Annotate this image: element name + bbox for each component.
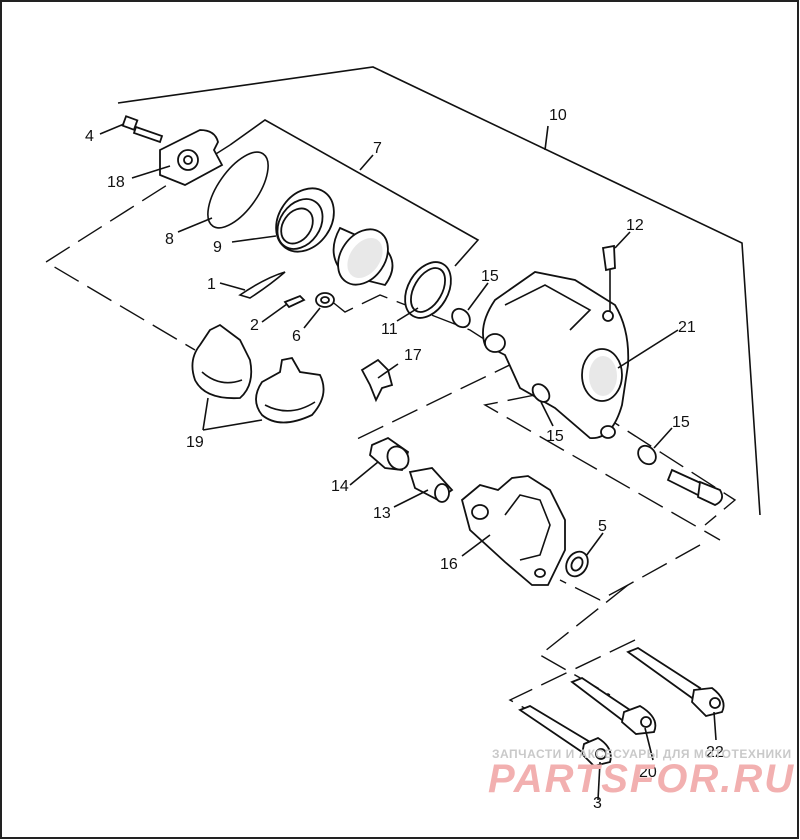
callout-13: 13 (373, 505, 391, 522)
sleeve-13 (408, 467, 454, 503)
callout-19: 19 (186, 434, 204, 451)
dashed-line-lower (559, 544, 701, 601)
piston-boot-9 (275, 187, 335, 253)
callout-7: 7 (373, 140, 382, 157)
o-ring-15a (451, 307, 471, 329)
callout-1: 1 (207, 276, 216, 293)
bolt-22 (626, 646, 725, 717)
caliper-body-21 (482, 271, 630, 439)
bolt-20 (570, 676, 657, 735)
leader-10 (544, 125, 549, 151)
callout-11: 11 (381, 321, 398, 338)
callout-14: 14 (331, 478, 349, 495)
piston-7 (332, 226, 394, 287)
callout-3: 3 (593, 795, 602, 812)
bushing-14 (369, 436, 410, 471)
pin-2 (283, 294, 306, 309)
callout-18: 18 (107, 174, 125, 191)
dashed-line-15 (483, 394, 721, 541)
callout-5: 5 (598, 518, 607, 535)
brake-pad-19-left (191, 323, 253, 400)
callout-9: 9 (213, 239, 222, 256)
group-10-bracket (117, 66, 761, 516)
callout-8: 8 (165, 231, 174, 248)
callout-labels: 4 18 8 9 7 10 1 2 6 11 15 17 19 15 15 12… (85, 107, 724, 812)
retaining-ring-8 (207, 151, 269, 229)
callout-15-top: 15 (481, 268, 499, 285)
dashed-line-14 (354, 359, 521, 441)
guide-pin-screw (666, 468, 724, 506)
bushing-6 (315, 292, 335, 308)
callout-21: 21 (678, 319, 696, 336)
callout-10: 10 (549, 107, 567, 124)
dashed-line-mid (329, 294, 737, 526)
callout-20: 20 (639, 764, 657, 781)
brake-pad-19-right (255, 356, 325, 424)
watermark-tagline: ЗАПЧАСТИ И АКСЕСУАРЫ ДЛЯ МОТОТЕХНИКИ (492, 747, 792, 761)
callout-6: 6 (292, 328, 301, 345)
callout-4: 4 (85, 128, 94, 145)
screw-4 (121, 115, 164, 144)
clip-17 (360, 358, 394, 403)
callout-15-mid: 15 (546, 428, 564, 445)
callout-2: 2 (250, 317, 259, 334)
group-7-bracket (229, 119, 480, 267)
bleeder-screw-12 (601, 244, 616, 312)
callout-16: 16 (440, 556, 458, 573)
callout-17: 17 (404, 347, 422, 364)
o-ring-15b (531, 383, 551, 403)
leader-7 (359, 154, 374, 171)
washer-5 (565, 550, 589, 578)
o-ring-15c (637, 444, 657, 466)
mounting-bracket-16 (460, 475, 566, 586)
callout-22: 22 (706, 744, 724, 761)
piston-seal-11 (404, 261, 452, 319)
cotter-pin-1 (238, 271, 286, 299)
bleeder-cap-plate (159, 129, 224, 186)
leader-lines (99, 123, 717, 801)
callout-12: 12 (626, 217, 644, 234)
callout-15-right: 15 (672, 414, 690, 431)
watermark-logo: PARTSFOR.RU (488, 757, 795, 801)
